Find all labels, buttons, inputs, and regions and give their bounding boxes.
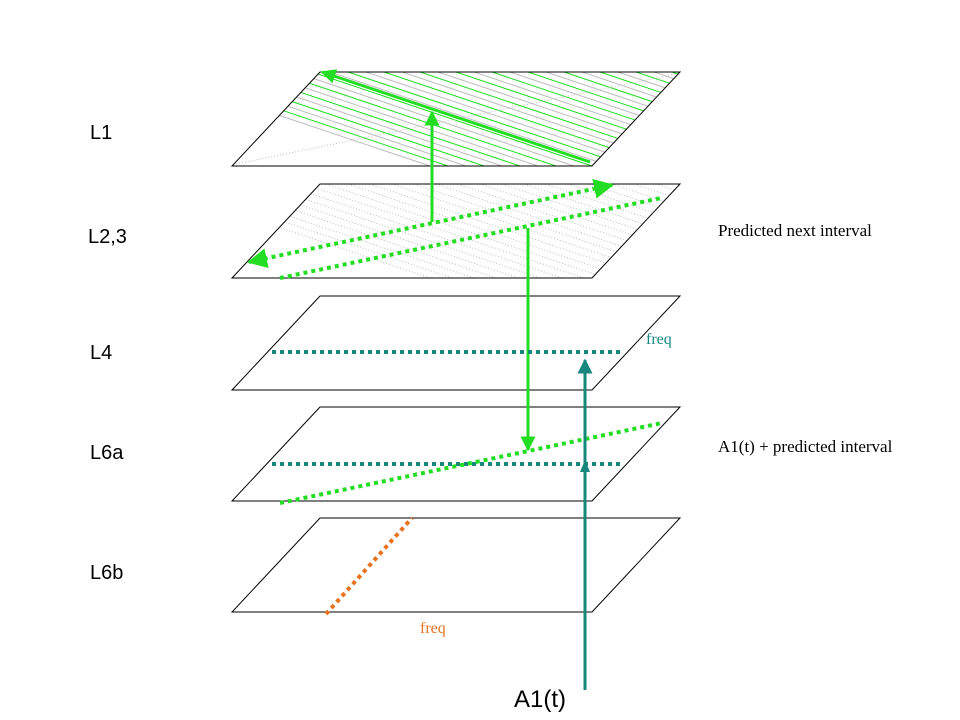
layer-label-l6a: L6a: [90, 442, 124, 464]
l1-gray-hatch-line: [401, 72, 680, 166]
l1-gray-hatch-line: [232, 72, 431, 166]
a1-plus-predicted-interval-note: A1(t) + predicted interval: [718, 437, 893, 456]
l23-hatch-line: [325, 184, 607, 278]
l1-gray-hatch-line: [545, 72, 680, 166]
l1-green-hatch-line: [491, 72, 680, 166]
l1-gray-hatch-line: [473, 72, 680, 166]
a1-mid-arrowhead: [580, 460, 590, 472]
l1-gray-hatch-line: [257, 72, 539, 166]
l1-green-hatch-line: [311, 72, 593, 166]
layer-label-l23: L2,3: [88, 226, 127, 248]
l6b-freq-line: [324, 516, 414, 616]
l1-gray-hatch-line: [232, 72, 467, 166]
l23-hatch-line: [237, 184, 519, 278]
l23-hatch-line: [232, 184, 497, 278]
l23-dotted-line-lower: [279, 196, 662, 280]
layer-label-l4: L4: [90, 342, 113, 364]
l23-hatch-line: [281, 184, 563, 278]
l23-hatch-line: [391, 184, 673, 278]
l1-gray-hatch-line: [293, 72, 575, 166]
l1-gray-hatch-line: [581, 72, 680, 166]
layer-label-l6b: L6b: [90, 562, 124, 584]
l23-hatch-line: [232, 184, 453, 278]
layer-plane-l1: [230, 71, 682, 167]
l1-green-hatch-line: [275, 72, 557, 166]
l1-green-hatch-line: [527, 72, 680, 166]
l1-green-hatch-line: [232, 72, 449, 166]
l1-green-hatch-line: [671, 72, 680, 166]
l1-green-hatch-line: [239, 72, 521, 166]
l1-green-hatch-line: [708, 72, 960, 166]
l23-hatch-line: [232, 184, 431, 278]
l1-green-hatch-line: [635, 72, 680, 166]
layer-plane-l6b: [230, 517, 682, 613]
layer-label-l1: L1: [90, 122, 113, 144]
l23-dotted-arrow-upper: [247, 178, 614, 269]
l1-gray-hatch-line: [653, 72, 680, 166]
l1-green-hatch-line: [347, 72, 629, 166]
a1-input-label: A1(t): [514, 686, 567, 713]
l1-gray-hatch-line: [437, 72, 680, 166]
layer-plane-l4: [230, 295, 682, 391]
l1-gray-hatch-line: [690, 72, 960, 166]
l23-hatch-line: [435, 184, 680, 278]
layer-plane-l23: [230, 183, 682, 279]
l23-hatch-line: [479, 184, 680, 278]
l1-green-hatch-line: [563, 72, 680, 166]
l4-freq-label: freq: [646, 331, 672, 348]
l1-diagonal-arrow: [320, 69, 591, 164]
l6b-freq-label: freq: [420, 620, 446, 637]
l1-hatching: [232, 72, 960, 166]
l1-green-hatch-line: [599, 72, 680, 166]
l1-gray-hatch-line: [365, 72, 647, 166]
l1-gray-hatch-line: [617, 72, 680, 166]
l1-green-hatch-line: [383, 72, 665, 166]
l1-gray-hatch-line: [329, 72, 611, 166]
predicted-next-interval-note: Predicted next interval: [718, 221, 872, 240]
l1-gray-hatch-line: [509, 72, 680, 166]
l6a-dotted-green-line: [279, 421, 663, 505]
l1-green-hatch-line: [455, 72, 680, 166]
l1-green-hatch-line: [232, 72, 485, 166]
layer-plane-l6a: [230, 406, 682, 502]
